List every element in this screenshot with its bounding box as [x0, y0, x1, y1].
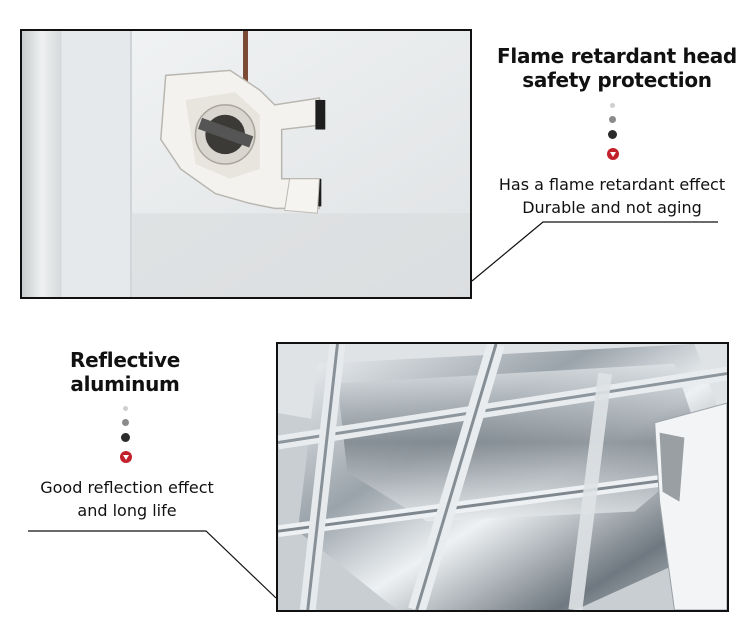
section2-title-line2: aluminum	[70, 372, 180, 396]
section2-title-line1: Reflective	[70, 348, 180, 372]
reflective-aluminum-photo	[276, 342, 729, 612]
section1-title-line1: Flame retardant head	[497, 44, 737, 68]
section2-desc-line2: and long life	[77, 501, 177, 520]
section2-description: Good reflection effect and long life	[18, 476, 236, 522]
dot-dark	[121, 433, 130, 442]
lamp-holder-photo	[20, 29, 472, 299]
section1-title: Flame retardant head safety protection	[488, 44, 746, 92]
section1-description: Has a flame retardant effect Durable and…	[478, 173, 746, 219]
dot-light	[123, 406, 128, 411]
section2-title: Reflective aluminum	[40, 348, 210, 396]
dot-light	[610, 103, 615, 108]
dot-dark	[608, 130, 617, 139]
down-arrow-icon	[120, 451, 132, 463]
section1-desc-line1: Has a flame retardant effect	[498, 175, 726, 194]
section2-desc-line1: Good reflection effect	[40, 478, 214, 497]
down-arrow-icon	[607, 148, 619, 160]
section1-title-line2: safety protection	[522, 68, 712, 92]
dot-mid	[122, 419, 129, 426]
dot-mid	[609, 116, 616, 123]
section1-desc-line2: Durable and not aging	[522, 198, 702, 217]
